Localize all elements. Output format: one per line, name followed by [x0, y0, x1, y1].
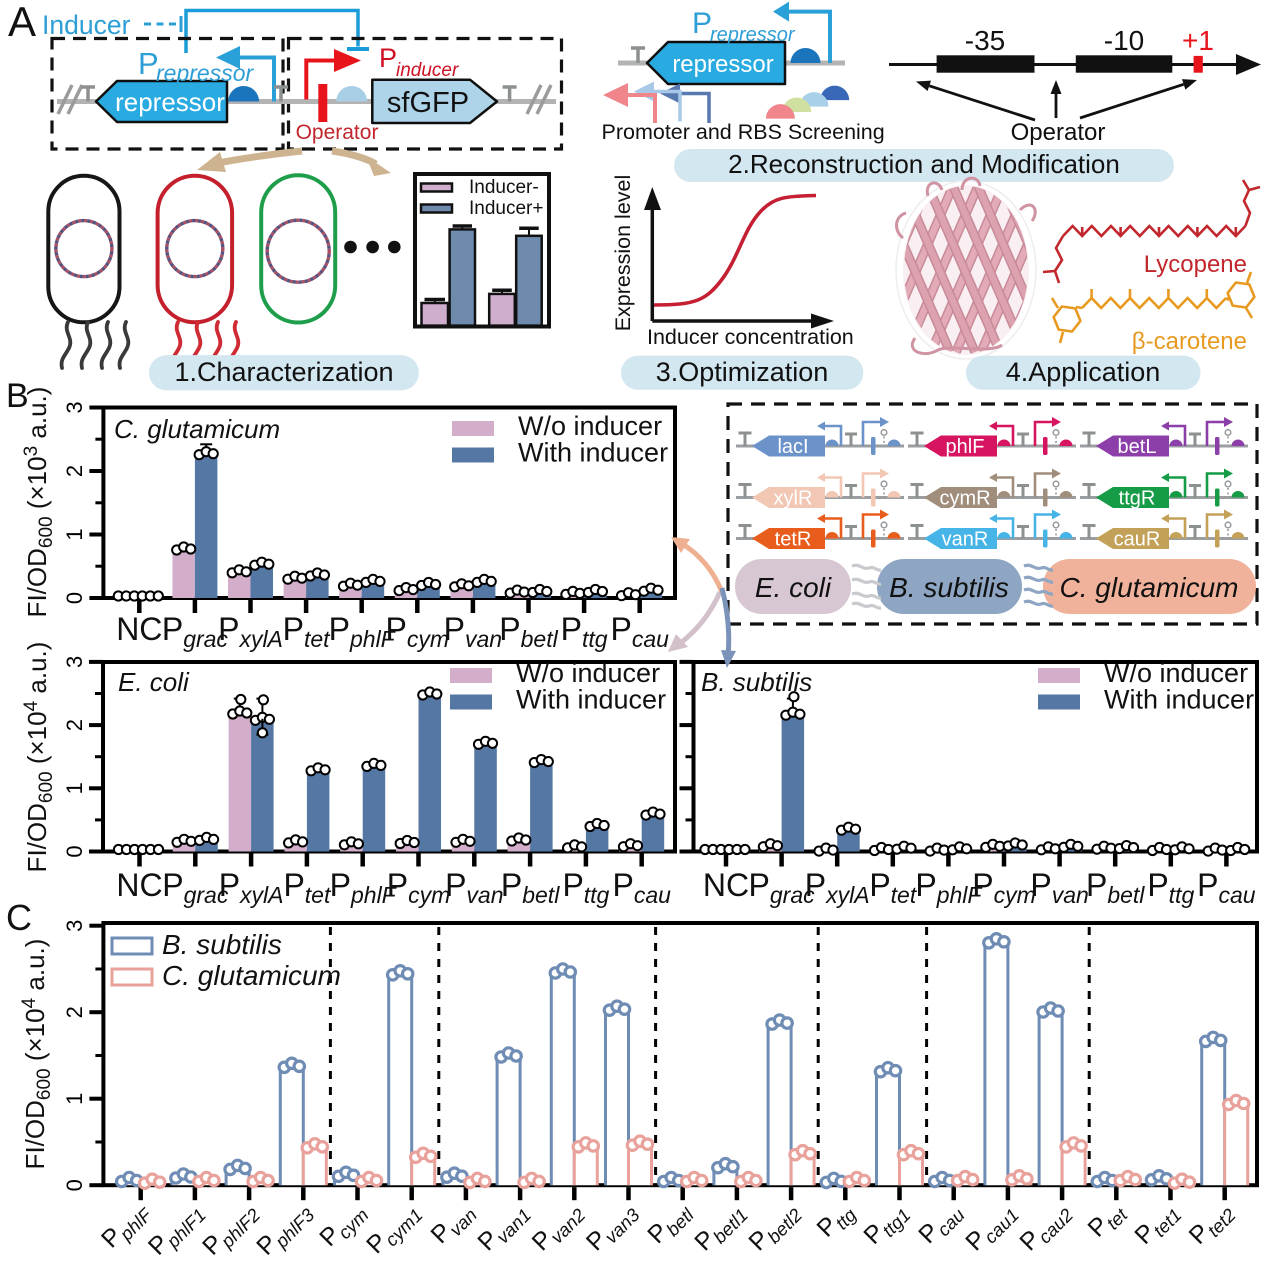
svg-text:-10: -10: [1104, 25, 1144, 56]
svg-text:1: 1: [62, 528, 87, 540]
svg-text:1.Characterization: 1.Characterization: [174, 357, 393, 387]
svg-text:Pgrac: Pgrac: [162, 867, 229, 908]
svg-text:repressor: repressor: [156, 60, 254, 86]
svg-text:Inducer-: Inducer-: [469, 177, 539, 198]
svg-text:3: 3: [62, 401, 87, 413]
svg-text:P: P: [692, 7, 712, 40]
svg-text:With inducer: With inducer: [516, 685, 666, 715]
svg-text:vanR: vanR: [942, 529, 989, 551]
svg-text:W/o inducer: W/o inducer: [516, 658, 660, 688]
svg-text:0: 0: [62, 1179, 87, 1191]
svg-text:C: C: [6, 897, 32, 938]
svg-text:P: P: [379, 43, 397, 73]
svg-text:ttgR: ttgR: [1119, 488, 1156, 510]
svg-text:2: 2: [62, 719, 87, 731]
svg-text:Inducer concentration: Inducer concentration: [647, 325, 854, 349]
svg-text:Promoter and RBS Screening: Promoter and RBS Screening: [602, 120, 885, 144]
svg-text:0: 0: [62, 845, 87, 857]
svg-text:W/o inducer: W/o inducer: [1104, 658, 1248, 688]
svg-text:C. glutamicum: C. glutamicum: [1060, 572, 1239, 603]
svg-text:+1: +1: [1182, 25, 1214, 56]
svg-text:cymR: cymR: [939, 488, 990, 510]
svg-text:xylR: xylR: [774, 488, 813, 510]
svg-text:B: B: [6, 377, 29, 415]
svg-text:NC: NC: [116, 867, 162, 903]
svg-text:1: 1: [62, 1093, 87, 1105]
svg-text:inducer: inducer: [396, 60, 459, 81]
svg-text:repressor: repressor: [672, 51, 773, 78]
svg-text:1: 1: [62, 782, 87, 794]
svg-text:3.Optimization: 3.Optimization: [656, 357, 829, 387]
svg-text:Inducer+: Inducer+: [469, 198, 543, 219]
svg-text:Expression level: Expression level: [611, 175, 635, 332]
svg-text:E. coli: E. coli: [118, 667, 190, 697]
svg-text:4.Application: 4.Application: [1006, 357, 1161, 387]
svg-text:A: A: [8, 0, 36, 45]
svg-text:Pcym: Pcym: [386, 611, 450, 652]
svg-text:With inducer: With inducer: [1104, 685, 1254, 715]
svg-text:P: P: [138, 46, 159, 81]
svg-text:C. glutamicum: C. glutamicum: [114, 414, 280, 444]
svg-text:W/o inducer: W/o inducer: [518, 411, 662, 441]
svg-text:C. glutamicum: C. glutamicum: [162, 960, 341, 991]
svg-text:NC: NC: [703, 867, 749, 903]
svg-text:-35: -35: [965, 25, 1005, 56]
svg-text:PxylA: PxylA: [218, 611, 283, 652]
svg-text:With inducer: With inducer: [518, 438, 668, 468]
svg-text:B. subtilis: B. subtilis: [889, 572, 1009, 603]
svg-text:Inducer: Inducer: [42, 10, 131, 40]
svg-text:NC: NC: [116, 611, 162, 647]
svg-text:sfGFP: sfGFP: [387, 87, 469, 119]
svg-text:phlF: phlF: [946, 436, 985, 458]
svg-text:tetR: tetR: [775, 529, 812, 551]
svg-text:0: 0: [62, 592, 87, 604]
svg-text:Lycopene: Lycopene: [1144, 251, 1247, 278]
svg-text:cauR: cauR: [1114, 529, 1161, 551]
svg-text:repressor: repressor: [115, 87, 225, 117]
svg-text:repressor: repressor: [710, 24, 796, 46]
svg-text:Operator: Operator: [1011, 119, 1106, 146]
svg-text:3: 3: [62, 656, 87, 668]
svg-text:FI/OD600 (×103 a.u.): FI/OD600 (×103 a.u.): [21, 387, 57, 618]
svg-text:Pttg: Pttg: [561, 611, 608, 652]
svg-text:FI/OD600 (×104 a.u.): FI/OD600 (×104 a.u.): [21, 642, 57, 873]
svg-text:B. subtilis: B. subtilis: [162, 929, 282, 960]
svg-text:E. coli: E. coli: [755, 572, 832, 603]
svg-text:betL: betL: [1118, 436, 1157, 458]
svg-text:lacI: lacI: [777, 436, 808, 458]
svg-text:2: 2: [62, 465, 87, 477]
svg-text:Operator: Operator: [296, 121, 379, 144]
svg-text:3: 3: [62, 920, 87, 932]
svg-text:2: 2: [62, 1006, 87, 1018]
svg-text:β-carotene: β-carotene: [1132, 328, 1247, 355]
svg-text:2.Reconstruction and Modificat: 2.Reconstruction and Modification: [728, 149, 1120, 179]
svg-text:FI/OD600 (×104 a.u.): FI/OD600 (×104 a.u.): [19, 939, 55, 1170]
